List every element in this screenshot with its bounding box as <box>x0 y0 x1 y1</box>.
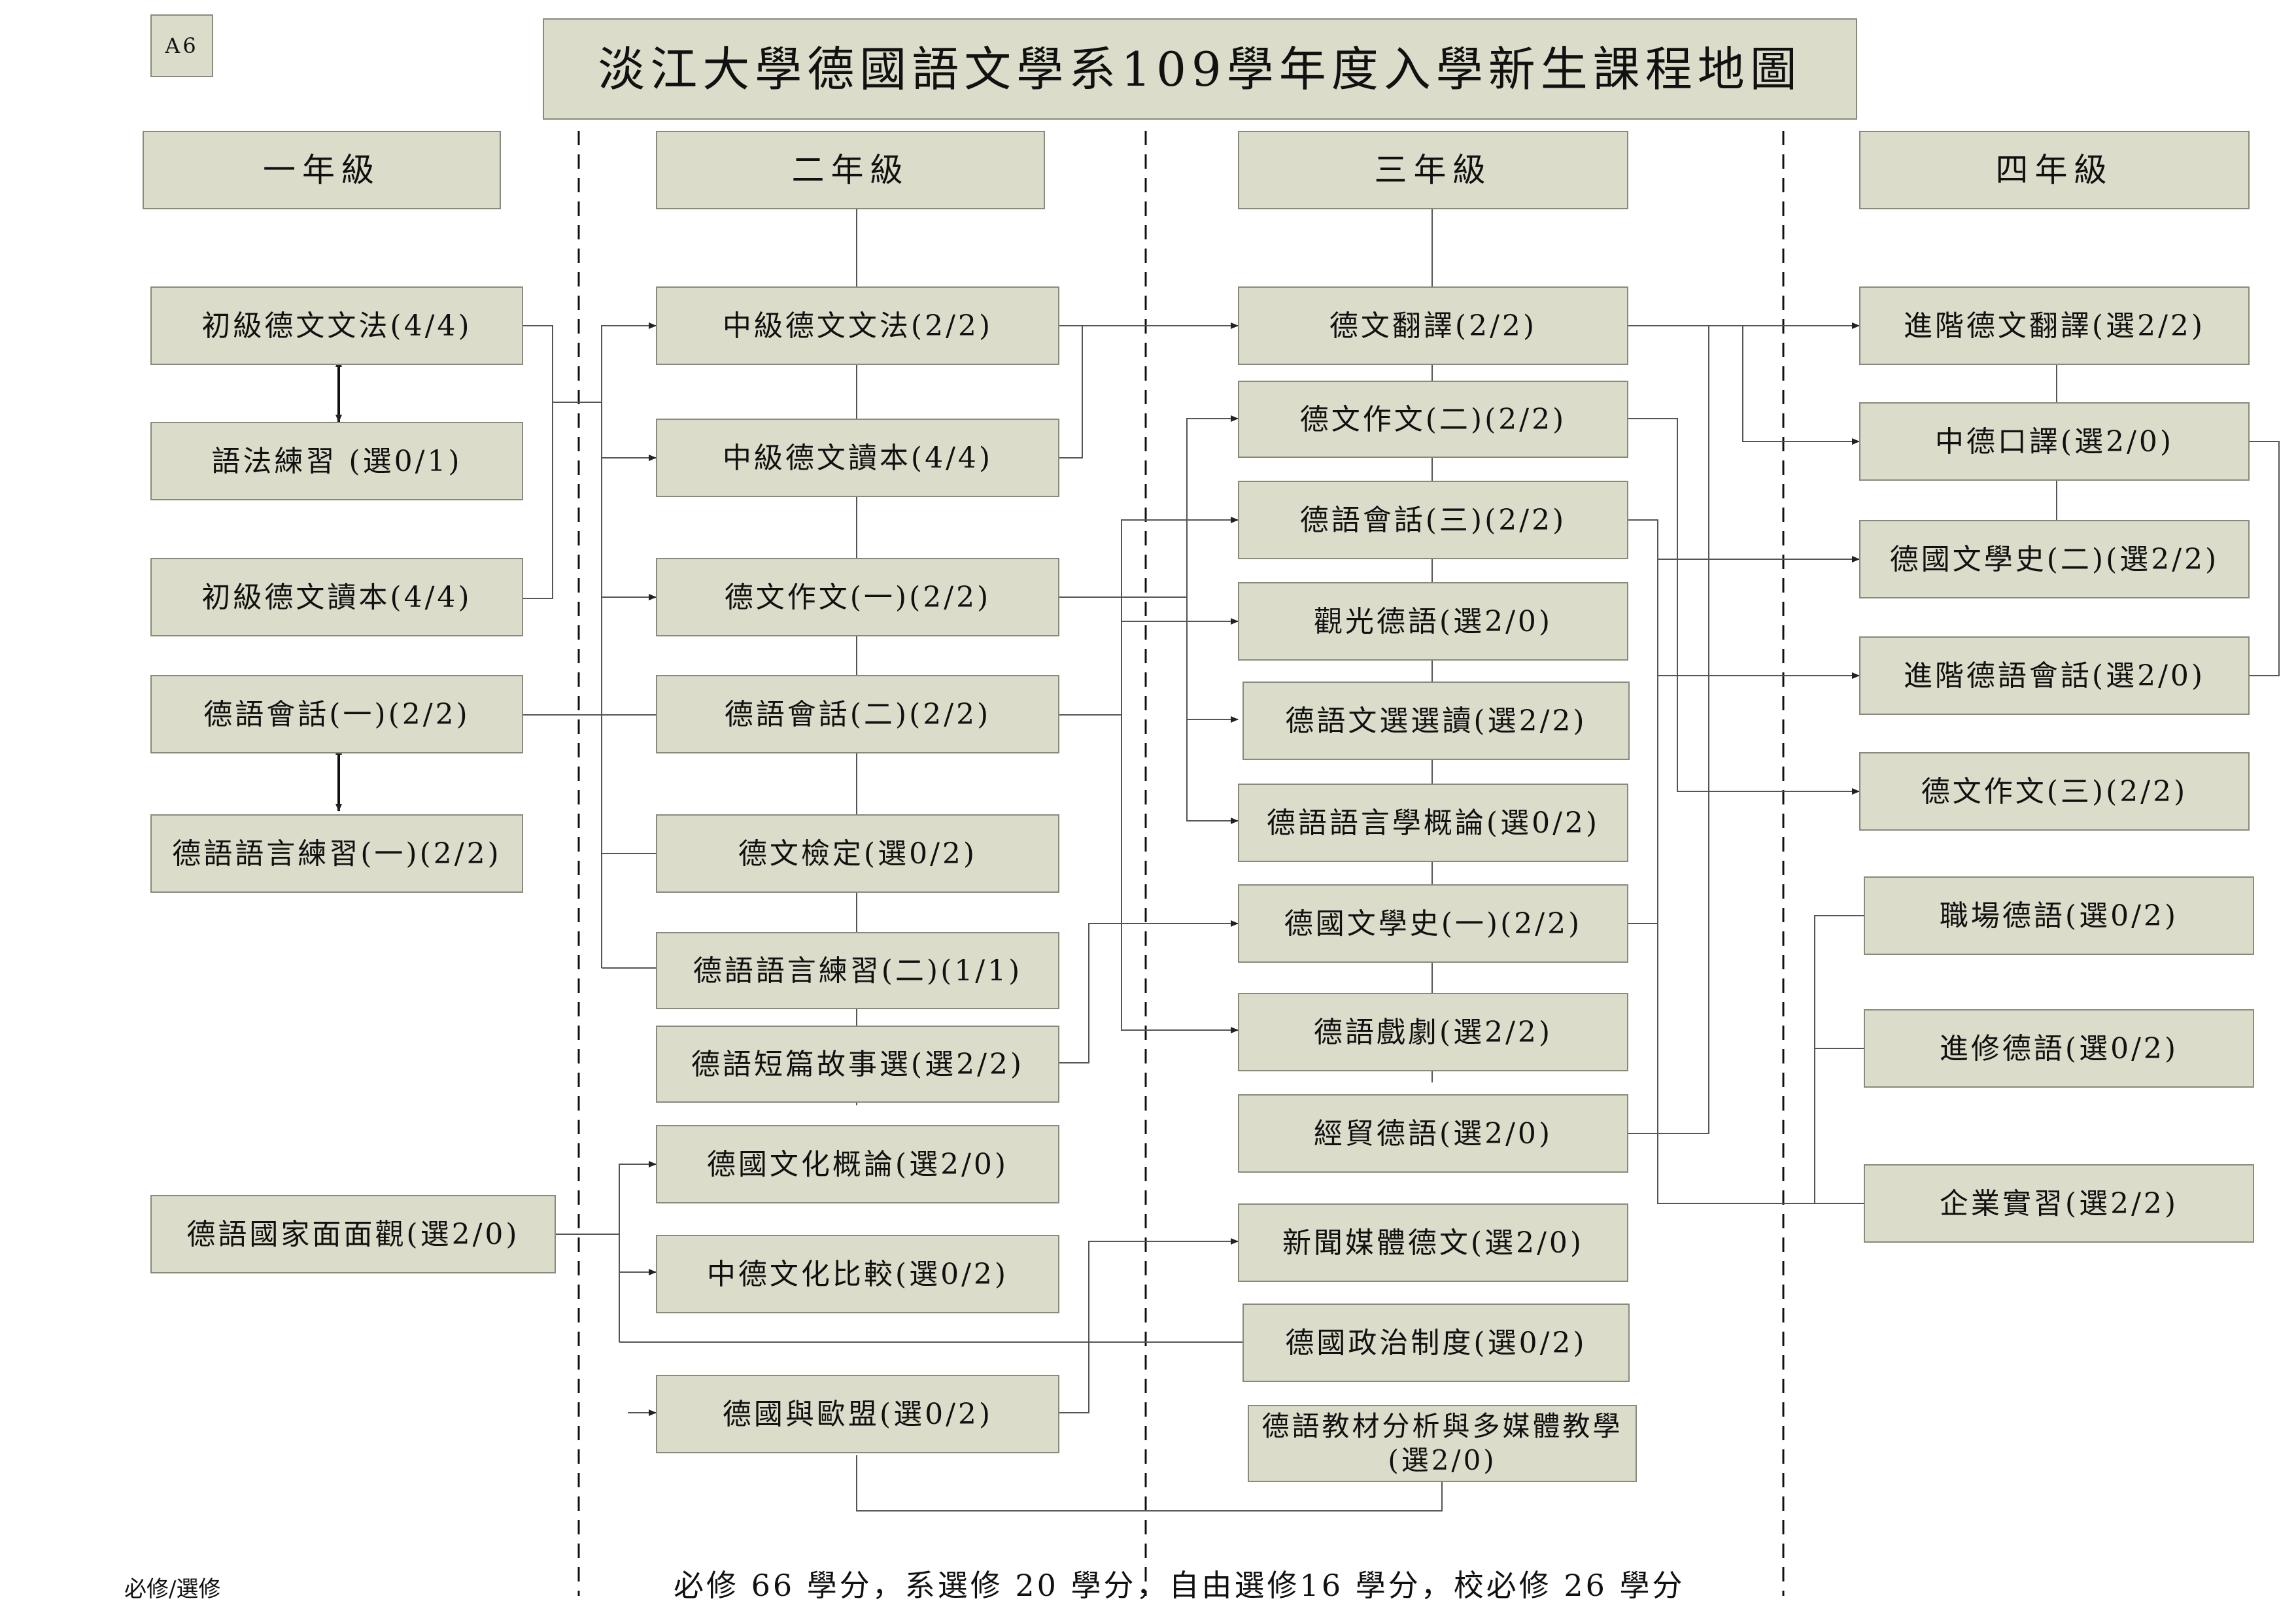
course-line: (選2/0) <box>1388 1444 1497 1476</box>
course-box: 進階德語會話(選2/0) <box>1859 636 2250 715</box>
course-box: 德語會話(二)(2/2) <box>656 675 1059 753</box>
course-box: 德語短篇故事選(選2/2) <box>656 1026 1059 1103</box>
course-box: 德文作文(三)(2/2) <box>1859 752 2250 831</box>
course-box: 德文作文(一)(2/2) <box>656 558 1059 636</box>
course-box: 德文作文(二)(2/2) <box>1238 381 1628 458</box>
course-box: 德語國家面面觀(選2/0) <box>150 1195 556 1273</box>
credit-summary: 必修 66 學分，系選修 20 學分，自由選修16 學分，校必修 26 學分 <box>674 1568 1685 1603</box>
course-box: 德國文學史(一)(2/2) <box>1238 884 1628 963</box>
course-box: 企業實習(選2/2) <box>1864 1164 2254 1243</box>
course-box: 德語文選選讀(選2/2) <box>1242 682 1630 760</box>
course-box: 德語戲劇(選2/2) <box>1238 993 1628 1071</box>
course-box-two-line: 德語教材分析與多媒體教學 (選2/0) <box>1248 1405 1637 1482</box>
course-box: 德國政治制度(選0/2) <box>1242 1304 1630 1382</box>
course-box: 中德口譯(選2/0) <box>1859 402 2250 481</box>
course-box: 觀光德語(選2/0) <box>1238 582 1628 661</box>
course-box: 中德文化比較(選0/2) <box>656 1235 1059 1313</box>
year-2-header: 二年級 <box>656 131 1045 209</box>
course-box: 德語會話(三)(2/2) <box>1238 481 1628 559</box>
year-3-header: 三年級 <box>1238 131 1628 209</box>
course-box: 中級德文讀本(4/4) <box>656 419 1059 497</box>
course-box: 初級德文文法(4/4) <box>150 286 523 365</box>
course-box: 語法練習 (選0/1) <box>150 422 523 500</box>
course-box: 德國文學史(二)(選2/2) <box>1859 520 2250 598</box>
course-line: 德語教材分析與多媒體教學 <box>1261 1409 1623 1442</box>
course-box: 進修德語(選0/2) <box>1864 1009 2254 1088</box>
page-title: 淡江大學德國語文學系109學年度入學新生課程地圖 <box>543 18 1857 120</box>
course-box: 德文翻譯(2/2) <box>1238 286 1628 365</box>
course-box: 初級德文讀本(4/4) <box>150 558 523 636</box>
course-box: 中級德文文法(2/2) <box>656 286 1059 365</box>
year-4-header: 四年級 <box>1859 131 2250 209</box>
page-tag: A6 <box>150 14 213 77</box>
year-1-header: 一年級 <box>143 131 501 209</box>
course-box: 德國文化概論(選2/0) <box>656 1125 1059 1203</box>
legend-note: 必修/選修 <box>124 1576 221 1602</box>
course-box: 德語語言學概論(選0/2) <box>1238 784 1628 862</box>
course-box: 德語語言練習(二)(1/1) <box>656 932 1059 1009</box>
course-box: 德語語言練習(一)(2/2) <box>150 814 523 893</box>
course-box: 德語會話(一)(2/2) <box>150 675 523 753</box>
course-box: 進階德文翻譯(選2/2) <box>1859 286 2250 365</box>
course-box: 新聞媒體德文(選2/0) <box>1238 1203 1628 1282</box>
course-box: 德文檢定(選0/2) <box>656 814 1059 893</box>
course-box: 職場德語(選0/2) <box>1864 876 2254 955</box>
course-box: 經貿德語(選2/0) <box>1238 1094 1628 1173</box>
course-box: 德國與歐盟(選0/2) <box>656 1375 1059 1453</box>
